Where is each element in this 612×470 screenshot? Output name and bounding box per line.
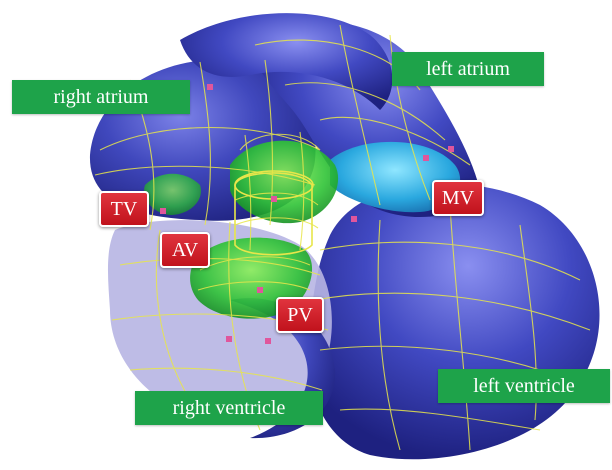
label-mitral-valve: MV — [432, 180, 484, 216]
label-tricuspid-valve: TV — [99, 191, 149, 227]
left-ventricle-shape — [308, 183, 600, 459]
label-pulmonary-valve: PV — [276, 297, 324, 333]
label-left-atrium: left atrium — [392, 52, 544, 86]
label-left-ventricle: left ventricle — [438, 369, 610, 403]
label-right-ventricle: right ventricle — [135, 391, 323, 425]
label-aortic-valve: AV — [160, 232, 210, 268]
label-right-atrium: right atrium — [12, 80, 190, 114]
